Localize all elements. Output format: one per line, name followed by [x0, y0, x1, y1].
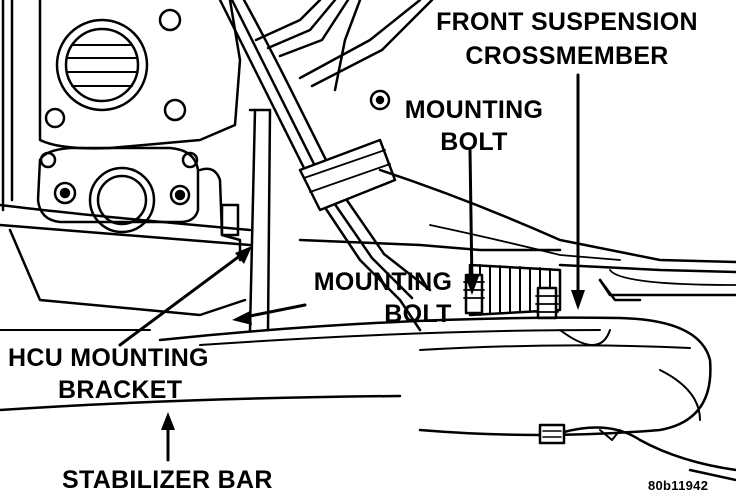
arrow-mounting-bolt-lower: [238, 303, 307, 320]
hcu-bracket-post: [198, 108, 272, 332]
hcu-mounting-bracket: [0, 203, 252, 331]
stabilizer-bar: [0, 316, 736, 482]
mounting-bolt-lower-label: MOUNTING BOLT: [298, 268, 468, 328]
mounting-bolt-upper-label: MOUNTING BOLT: [384, 96, 564, 156]
front-suspension-crossmember: [298, 168, 736, 320]
mounting-bolt-lower-line1: MOUNTING: [313, 268, 453, 296]
front-suspension-label: FRONT SUSPENSION CROSSMEMBER: [412, 8, 722, 70]
front-suspension-label-line2: CROSSMEMBER: [465, 42, 669, 70]
front-suspension-label-line1: FRONT SUSPENSION: [436, 8, 698, 36]
mounting-bolt-upper-line1: MOUNTING: [404, 96, 544, 124]
hcu-bracket-line1: HCU MOUNTING: [8, 344, 209, 372]
brake-lines: [218, 0, 434, 332]
throttle-body: [38, 0, 242, 150]
hcu-bracket-line2: BRACKET: [58, 376, 183, 404]
mounting-bolt-upper-line2: BOLT: [440, 128, 508, 156]
stabilizer-bar-label: STABILIZER BAR: [62, 466, 273, 494]
hcu-bracket-label: HCU MOUNTING BRACKET: [8, 344, 248, 404]
arrow-mounting-bolt-upper: [468, 148, 474, 287]
figure-code: 80b11942: [648, 478, 709, 493]
leader-lines: [118, 73, 580, 462]
arrow-hcu-bracket: [118, 250, 247, 347]
manifold-plate: [36, 146, 200, 234]
mounting-bolt-lower-line2: BOLT: [384, 300, 452, 328]
